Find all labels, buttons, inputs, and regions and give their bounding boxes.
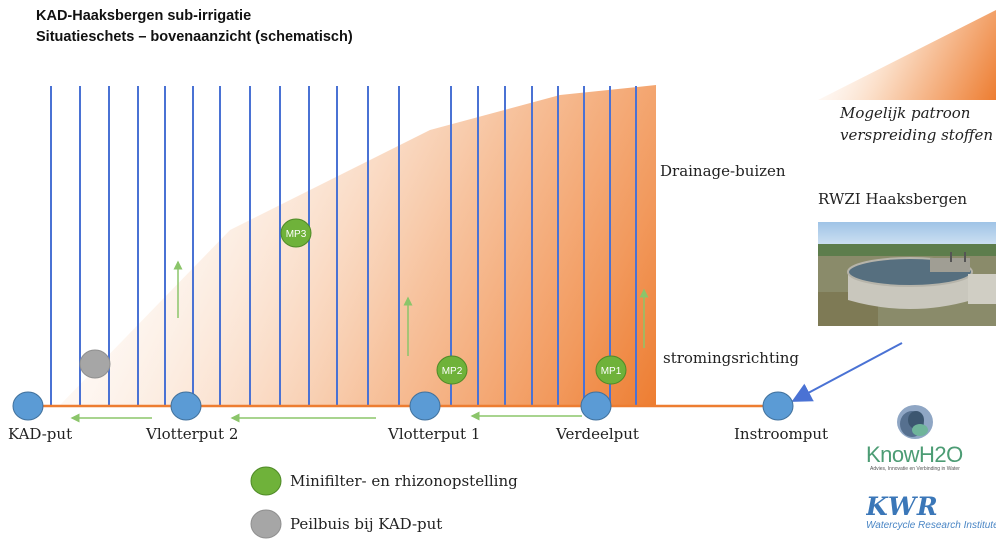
kwr-tagline: Watercycle Research Institute <box>866 520 996 531</box>
knowh2o-wordmark: KnowH2O <box>866 442 963 467</box>
knowh2o-tagline: Advies, Innovatie en Verbinding in Water <box>870 466 960 472</box>
legend-gray-marker <box>250 509 282 539</box>
knowh2o-logo: KnowH2O Advies, Innovatie en Verbinding … <box>866 404 974 474</box>
well-vlotterput-2 <box>170 391 202 421</box>
label-vlotterput-1: Vlotterput 1 <box>388 425 481 443</box>
label-kad-put: KAD-put <box>8 425 73 443</box>
title-line-2: Situatieschets – bovenaanzicht (schemati… <box>36 29 353 45</box>
label-vlotterput-2: Vlotterput 2 <box>146 425 239 443</box>
spread-pattern-legend-swatch <box>818 10 996 100</box>
label-instroomput: Instroomput <box>734 425 829 443</box>
title-line-1: KAD-Haaksbergen sub-irrigatie <box>36 8 252 24</box>
rwzi-photo-illustration <box>818 222 996 326</box>
legend-green-marker <box>250 466 282 496</box>
kwr-logo: KWR Watercycle Research Institute <box>866 494 996 539</box>
pattern-label-line-1: Mogelijk patroon <box>840 104 971 122</box>
marker-mp3-label: MP3 <box>286 229 307 240</box>
pattern-label-line-2: verspreiding stoffen <box>840 126 994 144</box>
marker-mp2-label: MP2 <box>442 366 463 377</box>
marker-mp2: MP2 <box>436 355 468 385</box>
drainage-pipes <box>50 86 637 406</box>
marker-mp3: MP3 <box>280 218 312 248</box>
marker-mp1: MP1 <box>595 355 627 385</box>
well-verdeelput <box>580 391 612 421</box>
drainage-label: Drainage-buizen <box>660 162 786 180</box>
well-vlotterput-1 <box>409 391 441 421</box>
rwzi-label: RWZI Haaksbergen <box>818 190 968 208</box>
legend-peilbuis-label: Peilbuis bij KAD-put <box>290 515 443 533</box>
knowh2o-logo-mark <box>897 405 933 439</box>
peilbuis-marker <box>79 349 111 379</box>
spread-pattern-area <box>60 85 656 406</box>
rwzi-photo <box>818 222 996 326</box>
rwzi-inflow-arrow <box>791 342 903 402</box>
flow-direction-label: stromingsrichting <box>663 349 800 367</box>
kwr-wordmark: KWR <box>866 494 939 521</box>
well-instroomput <box>762 391 794 421</box>
label-verdeelput: Verdeelput <box>556 425 639 443</box>
legend-minifilter-label: Minifilter- en rhizonopstelling <box>290 472 518 490</box>
marker-mp1-label: MP1 <box>601 366 622 377</box>
well-kad-put <box>12 391 44 421</box>
